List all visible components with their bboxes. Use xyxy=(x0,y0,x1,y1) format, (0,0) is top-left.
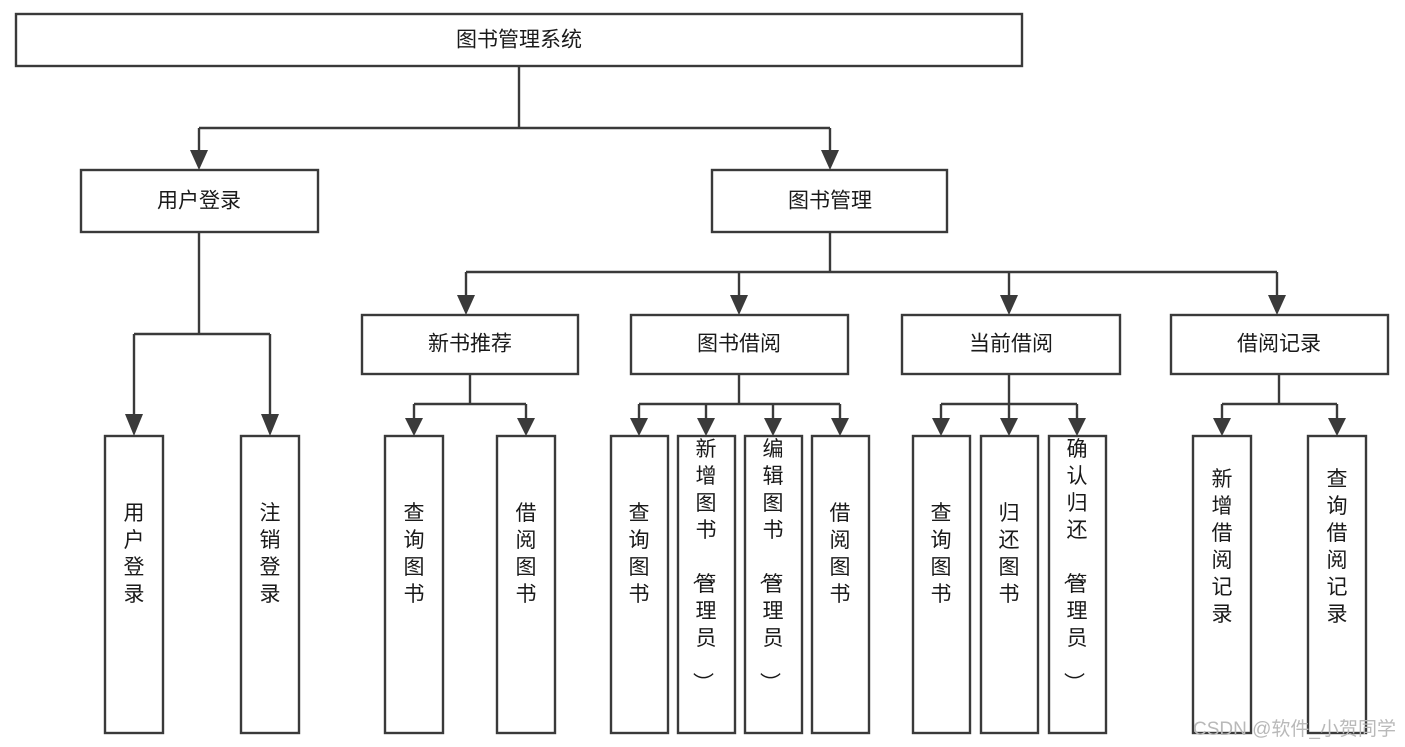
node-leaf-user-login-label: 用户登录 xyxy=(124,502,145,606)
node-leaf-borrow-edit-box[interactable] xyxy=(743,434,804,735)
node-leaf-borrow-add-label: 新增图书（管理员） xyxy=(691,438,717,693)
node-root-box[interactable] xyxy=(14,12,1024,68)
arrowhead-to-leaf-borrow-4 xyxy=(831,418,849,436)
arrowhead-to-leaf-borrow-1 xyxy=(630,418,648,436)
node-book-management-box[interactable] xyxy=(710,168,949,234)
node-leaf-current-query-box[interactable] xyxy=(911,434,972,735)
node-current-borrow[interactable]: 当前借阅 xyxy=(900,313,1122,376)
node-leaf-borrow-add[interactable]: 新增图书（管理员） xyxy=(676,434,737,735)
node-leaf-borrow-edit[interactable]: 编辑图书（管理员） xyxy=(743,434,804,735)
node-book-management-label: 图书管理 xyxy=(788,190,872,213)
node-leaf-borrow-query-box[interactable] xyxy=(609,434,670,735)
node-leaf-logout-label: 注销登录 xyxy=(260,502,281,606)
arrowhead-to-userlogin xyxy=(190,150,208,170)
node-leaf-current-query-label: 查询图书 xyxy=(931,502,952,606)
arrowhead-layer xyxy=(125,150,1346,436)
arrowhead-to-leaf-current-3 xyxy=(1068,418,1086,436)
arrowhead-to-leaf-record-1 xyxy=(1213,418,1231,436)
node-leaf-newbook-query-label: 查询图书 xyxy=(404,502,425,606)
node-leaf-current-return[interactable]: 归还图书 xyxy=(979,434,1040,735)
node-leaf-newbook-query-box[interactable] xyxy=(383,434,445,735)
node-leaf-newbook-borrow[interactable]: 借阅图书 xyxy=(495,434,557,735)
node-new-book-recommend-box[interactable] xyxy=(360,313,580,376)
node-user-login-label: 用户登录 xyxy=(157,190,241,213)
node-leaf-user-login[interactable]: 用户登录 xyxy=(103,434,165,735)
arrowhead-to-leaf-newbook-2 xyxy=(517,418,535,436)
connector-layer xyxy=(132,66,1339,418)
arrowhead-to-bookmgmt xyxy=(821,150,839,170)
arrowhead-to-leaf-current-2 xyxy=(1000,418,1018,436)
node-book-borrow-box[interactable] xyxy=(629,313,850,376)
arrowhead-to-borrowrecord xyxy=(1268,295,1286,315)
node-root[interactable]: 图书管理系统 xyxy=(14,12,1024,68)
arrowhead-to-leaf-newbook-1 xyxy=(405,418,423,436)
node-leaf-current-confirm-label: 确认归还（管理员） xyxy=(1062,438,1088,693)
node-current-borrow-box[interactable] xyxy=(900,313,1122,376)
node-borrow-record[interactable]: 借阅记录 xyxy=(1169,313,1390,376)
node-leaf-record-query-label: 查询借阅记录 xyxy=(1327,468,1348,626)
node-leaf-logout[interactable]: 注销登录 xyxy=(239,434,301,735)
node-leaf-borrow-query[interactable]: 查询图书 xyxy=(609,434,670,735)
node-root-label: 图书管理系统 xyxy=(456,29,582,52)
arrowhead-to-leaf-record-2 xyxy=(1328,418,1346,436)
node-book-management[interactable]: 图书管理 xyxy=(710,168,949,234)
node-leaf-record-query-box[interactable] xyxy=(1306,434,1368,735)
node-leaf-current-confirm[interactable]: 确认归还（管理员） xyxy=(1047,434,1108,735)
node-leaf-user-login-box[interactable] xyxy=(103,434,165,735)
node-leaf-current-query[interactable]: 查询图书 xyxy=(911,434,972,735)
node-leaf-borrow-query-label: 查询图书 xyxy=(629,502,650,606)
node-borrow-record-box[interactable] xyxy=(1169,313,1390,376)
node-new-book-recommend-label: 新书推荐 xyxy=(428,333,512,356)
node-leaf-record-query[interactable]: 查询借阅记录 xyxy=(1306,434,1368,735)
arrowhead-to-leaf-current-1 xyxy=(932,418,950,436)
csdn-watermark: CSDN @软件_小贺同学 xyxy=(1193,718,1396,740)
node-leaf-newbook-query[interactable]: 查询图书 xyxy=(383,434,445,735)
arrowhead-to-bookborrow xyxy=(730,295,748,315)
arrowhead-to-leaf-userlogin-2 xyxy=(261,414,279,436)
node-leaf-newbook-borrow-box[interactable] xyxy=(495,434,557,735)
arrowhead-to-leaf-borrow-3 xyxy=(764,418,782,436)
node-leaf-newbook-borrow-label: 借阅图书 xyxy=(516,502,537,606)
node-current-borrow-label: 当前借阅 xyxy=(969,333,1053,356)
node-user-login[interactable]: 用户登录 xyxy=(79,168,320,234)
node-leaf-current-confirm-box[interactable] xyxy=(1047,434,1108,735)
node-new-book-recommend[interactable]: 新书推荐 xyxy=(360,313,580,376)
arrowhead-to-newbook xyxy=(457,295,475,315)
node-leaf-borrow-lend-box[interactable] xyxy=(810,434,871,735)
node-leaf-borrow-edit-label: 编辑图书（管理员） xyxy=(758,438,784,693)
node-leaf-record-add-box[interactable] xyxy=(1191,434,1253,735)
arrowhead-to-currentborrow xyxy=(1000,295,1018,315)
node-leaf-borrow-add-box[interactable] xyxy=(676,434,737,735)
node-leaf-record-add[interactable]: 新增借阅记录 xyxy=(1191,434,1253,735)
node-leaf-borrow-lend-label: 借阅图书 xyxy=(830,502,851,606)
node-user-login-box[interactable] xyxy=(79,168,320,234)
node-leaf-current-return-label: 归还图书 xyxy=(999,502,1020,606)
node-leaf-logout-box[interactable] xyxy=(239,434,301,735)
node-book-borrow[interactable]: 图书借阅 xyxy=(629,313,850,376)
arrowhead-to-leaf-borrow-2 xyxy=(697,418,715,436)
node-leaf-borrow-lend[interactable]: 借阅图书 xyxy=(810,434,871,735)
node-leaf-current-return-box[interactable] xyxy=(979,434,1040,735)
arrowhead-to-leaf-userlogin-1 xyxy=(125,414,143,436)
node-book-borrow-label: 图书借阅 xyxy=(697,333,781,356)
node-borrow-record-label: 借阅记录 xyxy=(1237,333,1321,356)
node-leaf-record-add-label: 新增借阅记录 xyxy=(1212,468,1233,626)
